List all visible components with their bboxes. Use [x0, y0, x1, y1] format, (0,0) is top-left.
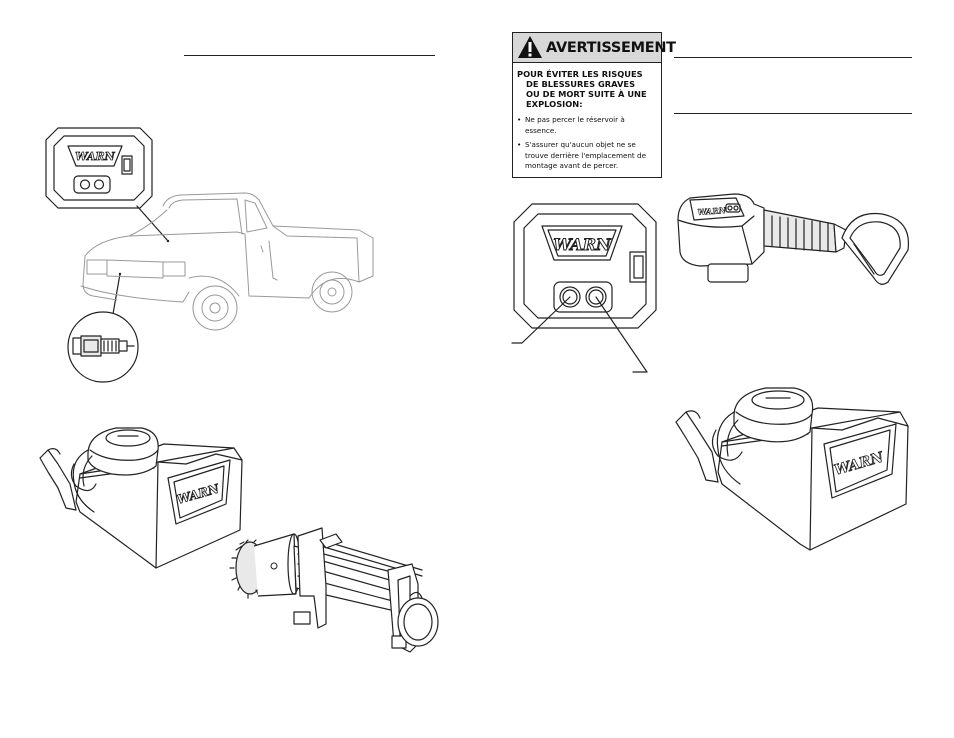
remote-closeup-illustration: WARN: [45, 127, 153, 209]
warning-bullet-2: • S'assurer qu'aucun objet ne se trouve …: [517, 140, 659, 172]
lanyard-remote-logo-text: WARN: [697, 205, 727, 217]
winch-illustration: [229, 527, 439, 653]
left-heading-rule: [184, 55, 435, 56]
connector-closeup-illustration: [67, 311, 139, 383]
warning-header: AVERTISSEMENT: [513, 33, 676, 63]
remote-lanyard-illustration: WARN: [677, 193, 910, 285]
warning-box: AVERTISSEMENT POUR ÉVITER LES RISQUES DE…: [512, 32, 676, 178]
warning-heading-line: DE BLESSURES GRAVES: [526, 79, 636, 89]
warning-bullet-line: essence.: [525, 125, 557, 135]
warning-heading-line: POUR ÉVITER LES RISQUES: [517, 69, 643, 79]
remote-front-logo-text: WARN: [553, 235, 612, 254]
remote-logo-text: WARN: [75, 150, 115, 163]
pickup-truck-illustration: [80, 192, 374, 331]
right-heading-rule-1: [674, 57, 912, 58]
warning-triangle-icon: [518, 36, 542, 58]
warning-title: AVERTISSEMENT: [546, 40, 676, 56]
warning-bullet-line: trouve derrière l'emplacement de: [525, 150, 647, 160]
bullet-symbol: •: [517, 140, 522, 149]
warning-heading-line: OU DE MORT SUITE À UNE: [526, 89, 647, 99]
bullet-symbol: •: [517, 115, 522, 124]
warning-bullet-1: • Ne pas percer le réservoir à essence.: [517, 115, 659, 136]
warning-bullet-line: montage avant de percer.: [525, 161, 619, 170]
warning-bullet-line: S'assurer qu'aucun objet ne se: [525, 140, 636, 149]
remote-front-illustration: WARN: [513, 203, 657, 329]
right-heading-rule-2: [674, 113, 912, 114]
warning-heading: POUR ÉVITER LES RISQUES DE BLESSURES GRA…: [517, 69, 657, 109]
control-pack-left-illustration: WARN: [39, 427, 243, 569]
warning-heading-line: EXPLOSION:: [526, 99, 583, 109]
warning-bullet-line: Ne pas percer le réservoir à: [525, 115, 625, 124]
control-pack-right-illustration: WARN: [675, 387, 909, 551]
